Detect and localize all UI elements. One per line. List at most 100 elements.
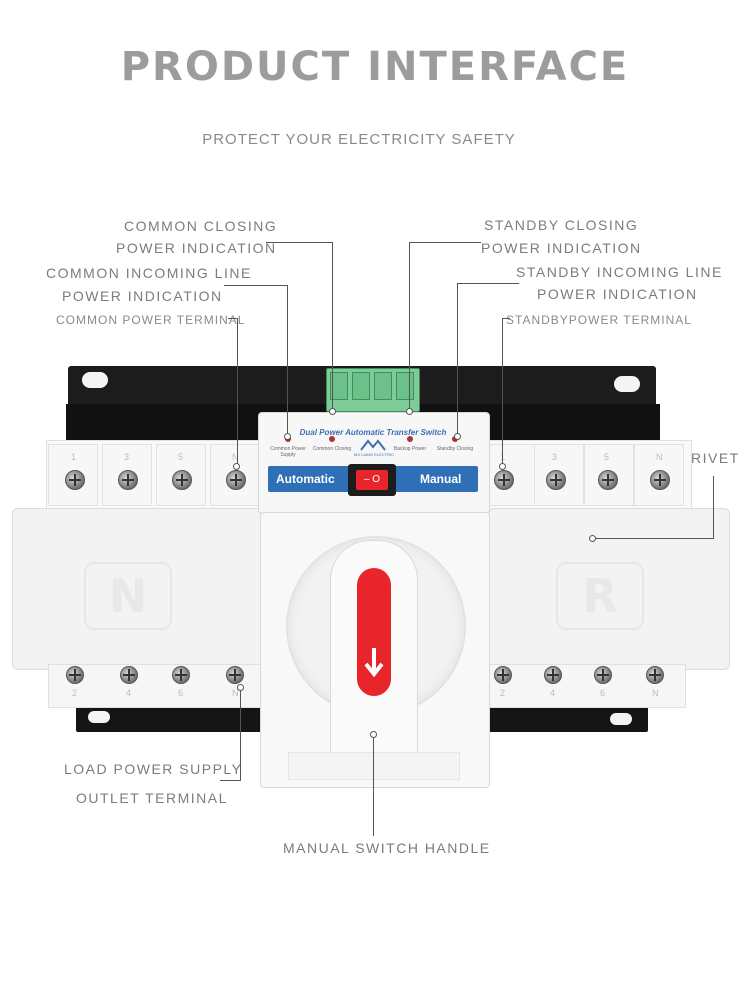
terminal-number: N (652, 688, 660, 698)
callout-dot (406, 408, 413, 415)
connector-pin (396, 372, 414, 400)
rail-slot-right (614, 376, 640, 392)
label-common-incoming-2: POWER INDICATION (62, 288, 223, 304)
callout-line (594, 538, 714, 539)
terminal-screw (646, 666, 664, 684)
rocker-switch-face: – O (356, 470, 388, 490)
rail-slot-br (610, 713, 632, 725)
callout-line (502, 318, 510, 319)
terminal-number: 3 (552, 452, 559, 462)
control-module (258, 412, 490, 514)
callout-line (409, 242, 481, 243)
callout-line (502, 318, 503, 466)
terminal-screw (546, 470, 566, 490)
terminal-number: 3 (124, 452, 131, 462)
housing-base-plate (288, 752, 460, 780)
callout-dot (454, 433, 461, 440)
indicator-led (329, 436, 335, 442)
terminal-screw (650, 470, 670, 490)
label-handle: MANUAL SWITCH HANDLE (283, 840, 491, 856)
label-standby-terminal: STANDBYPOWER TERMINAL (506, 313, 692, 327)
label-standby-closing-2: POWER INDICATION (481, 240, 642, 256)
indicator-led (407, 436, 413, 442)
label-standby-closing-1: STANDBY CLOSING (484, 217, 639, 233)
label-standby-incoming-1: STANDBY INCOMING LINE (516, 264, 723, 280)
terminal-screw (226, 666, 244, 684)
callout-line (373, 736, 374, 836)
terminal-number: 1 (500, 452, 507, 462)
callout-line (228, 318, 238, 319)
label-load-2: OUTLET TERMINAL (76, 790, 228, 806)
terminal-number: 2 (72, 688, 79, 698)
rail-slot-left (82, 372, 108, 388)
callout-dot (589, 535, 596, 542)
connector-pin (352, 372, 370, 400)
callout-line (409, 242, 410, 412)
callout-dot (329, 408, 336, 415)
terminal-number: 4 (550, 688, 557, 698)
callout-dot (499, 463, 506, 470)
terminal-screw (172, 666, 190, 684)
terminal-screw (494, 470, 514, 490)
brand-logo (360, 438, 386, 451)
terminal-screw (226, 470, 246, 490)
terminal-number: N (232, 452, 240, 462)
terminal-screw (118, 470, 138, 490)
callout-line (713, 476, 714, 539)
callout-line (457, 283, 458, 437)
callout-dot (233, 463, 240, 470)
terminal-number: 5 (604, 452, 611, 462)
callout-line (220, 780, 241, 781)
terminal-screw (172, 470, 192, 490)
mode-label-automatic: Automatic (276, 472, 335, 486)
side-badge-right: R (556, 562, 644, 630)
page-title: PRODUCT INTERFACE (120, 44, 630, 90)
rocker-switch[interactable]: – O (348, 464, 396, 496)
terminal-number: 5 (178, 452, 185, 462)
callout-dot (284, 433, 291, 440)
indicator-label: Standby Closing (436, 446, 474, 452)
indicator-label: Common Power Supply (270, 446, 306, 458)
callout-line (240, 688, 241, 781)
terminal-number: N (656, 452, 664, 462)
callout-line (457, 283, 519, 284)
terminal-number: 6 (600, 688, 607, 698)
page-subtitle: PROTECT YOUR ELECTRICITY SAFETY (202, 131, 516, 148)
terminal-screw (65, 470, 85, 490)
connector-pin (330, 372, 348, 400)
indicator-label: Common Closing (312, 446, 352, 452)
rail-slot-bl (88, 711, 110, 723)
label-standby-incoming-2: POWER INDICATION (537, 286, 698, 302)
callout-line (266, 242, 333, 243)
brand-text: MX LIANG ELECTRIC (353, 452, 394, 457)
indicator-label: Backup Power (393, 446, 427, 452)
terminal-number: 1 (71, 452, 78, 462)
arrow-down-icon (362, 646, 386, 678)
body-left (12, 508, 264, 670)
body-right (488, 508, 730, 670)
terminal-screw (598, 470, 618, 490)
callout-line (237, 318, 238, 466)
label-common-incoming-1: COMMON INCOMING LINE (46, 265, 252, 281)
callout-line (224, 285, 288, 286)
label-rivet: RIVET (691, 450, 740, 466)
label-load-1: LOAD POWER SUPPLY (64, 761, 243, 777)
mode-label-manual: Manual (420, 472, 462, 486)
callout-line (332, 242, 333, 412)
terminal-screw (120, 666, 138, 684)
callout-dot (237, 684, 244, 691)
label-common-closing-1: COMMON CLOSING (124, 218, 278, 234)
label-common-closing-2: POWER INDICATION (116, 240, 277, 256)
terminal-screw (544, 666, 562, 684)
connector-pin (374, 372, 392, 400)
callout-line (287, 285, 288, 437)
terminal-screw (66, 666, 84, 684)
label-common-terminal: COMMON POWER TERMINAL (56, 313, 246, 327)
callout-dot (370, 731, 377, 738)
terminal-cell (634, 444, 684, 506)
terminal-screw (594, 666, 612, 684)
terminal-number: 4 (126, 688, 133, 698)
panel-title: Dual Power Automatic Transfer Switch (299, 428, 447, 437)
terminal-number: 6 (178, 688, 185, 698)
